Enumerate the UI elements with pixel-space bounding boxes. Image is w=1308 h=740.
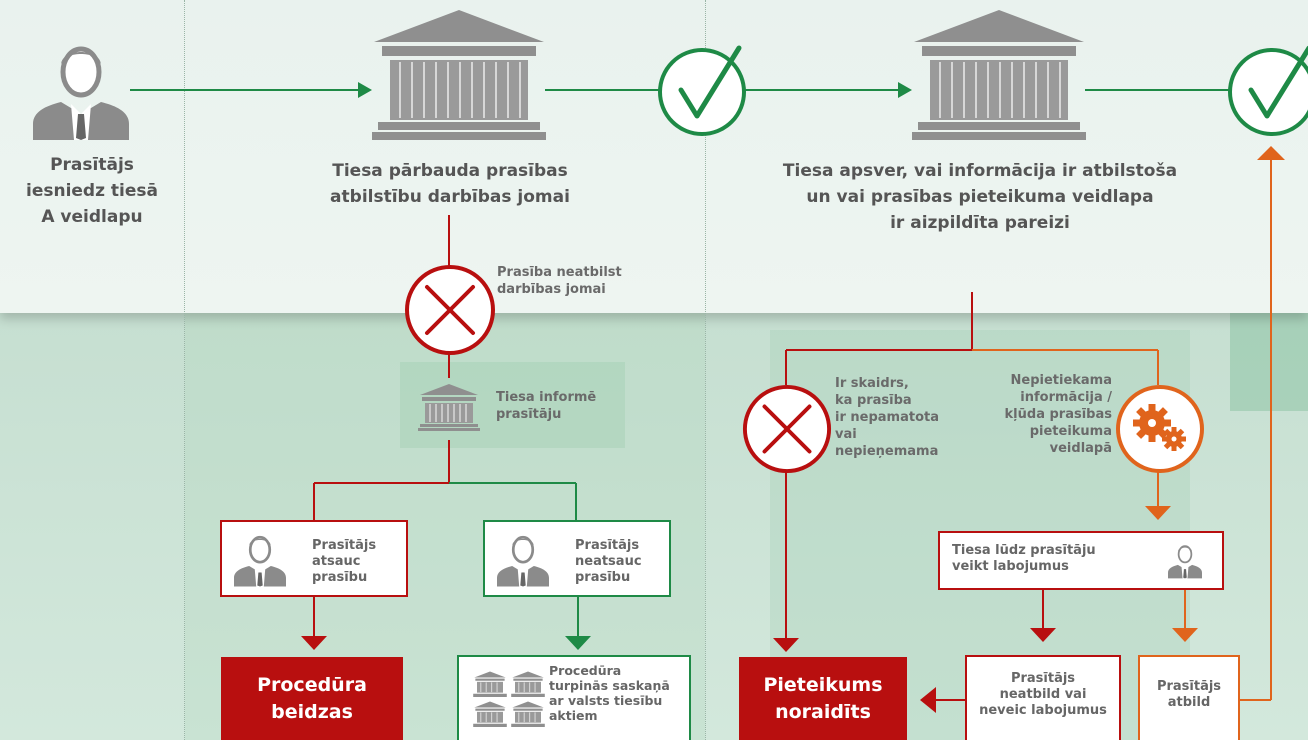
arrowhead (773, 638, 799, 652)
text-line: Tiesa apsver, vai informācija ir atbilst… (782, 161, 1178, 181)
column-divider (184, 0, 185, 740)
text-line: vai (835, 427, 857, 442)
text-line: atsauc (312, 554, 361, 569)
court-informs-label: Tiesa informē prasītāju (496, 389, 596, 423)
arrowhead (1257, 146, 1285, 160)
text-line: Prasītājs (1156, 679, 1222, 694)
court-check-label: Tiesa pārbauda prasības atbilstību darbī… (270, 158, 630, 210)
arrowhead (1030, 628, 1056, 642)
text-line: Prasītājs (312, 538, 377, 553)
responds-label: Prasītājs atbild (1140, 679, 1238, 711)
claimant-submit-label: Prasītājs iesniedz tiesā A veidlapu (0, 152, 184, 230)
text-line: neveic labojumus (979, 703, 1107, 718)
text-line: Nepietiekama (1010, 373, 1113, 388)
text-line: informācija / (1020, 390, 1112, 405)
arrowhead (898, 82, 912, 98)
arrowhead (920, 687, 936, 713)
courthouse-icon (372, 10, 546, 140)
no-response-label: Prasītājs neatbild vai neveic labojumus (967, 671, 1119, 719)
lower-band-far-right (1230, 313, 1308, 411)
checkmark-icon (1228, 45, 1308, 136)
text-line: neatsauc (575, 554, 642, 569)
text-line: beidzas (271, 700, 353, 723)
text-line: Prasītājs (575, 538, 640, 553)
text-line: ar valsts tiesību (549, 693, 663, 708)
text-line: Tiesa lūdz prasītāju (952, 543, 1096, 558)
text-line: prasību (312, 570, 368, 585)
text-line: A veidlapu (41, 207, 143, 227)
text-line: Prasītājs (50, 155, 134, 175)
courthouse-icon (473, 701, 507, 727)
text-line: un vai prasības pieteikuma veidlapa (806, 187, 1154, 207)
arrowhead (1145, 506, 1171, 520)
arrowhead (565, 636, 591, 650)
column-divider (705, 0, 706, 740)
text-line: prasību (575, 570, 631, 585)
info-needed-label: Nepietiekama informācija / kļūda prasība… (960, 372, 1112, 457)
text-line: Tiesa informē (496, 390, 597, 405)
claimant-responds-box: Prasītājs atbild (1138, 655, 1240, 740)
text-line: Procedūra (549, 663, 622, 678)
claimant-withdraws-box: Prasītājs atsauc prasību (220, 520, 408, 597)
court-review-label: Tiesa apsver, vai informācija ir atbilst… (740, 158, 1220, 236)
text-line: atbild (1167, 695, 1211, 710)
text-line: Pieteikums (763, 673, 883, 696)
court-asks-corrections-box: Tiesa lūdz prasītāju veikt labojumus (938, 531, 1224, 590)
text-line: veidlapā (1049, 441, 1112, 456)
checkmark-icon (658, 45, 746, 136)
text-line: turpinās saskaņā (549, 678, 670, 693)
text-line: Tiesa pārbauda prasības (332, 161, 568, 181)
text-line: neatbild vai (999, 687, 1087, 702)
person-icon (1168, 545, 1202, 579)
text-line: ka prasība (835, 393, 912, 408)
claimant-not-withdraws-box: Prasītājs neatsauc prasību (483, 520, 671, 597)
not-in-scope-label: Prasība neatbilst darbības jomai (497, 264, 622, 298)
text-line: veikt labojumus (952, 559, 1069, 574)
x-icon (742, 384, 832, 474)
courthouse-icon (511, 671, 545, 697)
text-line: ir nepamatota (835, 410, 939, 425)
text-line: pieteikuma (1029, 424, 1112, 439)
procedure-continues-box: Procedūra turpinās saskaņā ar valsts tie… (457, 655, 691, 740)
text-line: aktiem (549, 708, 598, 723)
arrowhead (301, 636, 327, 650)
text-line: Prasība neatbilst (497, 265, 622, 280)
procedure-continues-label: Procedūra turpinās saskaņā ar valsts tie… (549, 663, 670, 723)
procedure-ends-box: Procedūra beidzas (221, 657, 403, 740)
arrowhead (358, 82, 372, 98)
x-icon (405, 265, 495, 355)
text-line: Prasītājs (1010, 671, 1076, 686)
not-withdraws-label: Prasītājs neatsauc prasību (575, 538, 642, 586)
courthouse-icon (912, 10, 1086, 140)
claim-rejected-box: Pieteikums noraidīts (739, 657, 907, 740)
text-line: kļūda prasības (1004, 407, 1112, 422)
text-line: iesniedz tiesā (26, 181, 158, 201)
person-icon (234, 535, 286, 587)
withdraws-label: Prasītājs atsauc prasību (312, 538, 376, 586)
courthouse-icon (511, 701, 545, 727)
courthouse-icon (418, 384, 480, 431)
top-panel (0, 0, 1308, 313)
text-line: Procedūra (257, 673, 367, 696)
text-line: prasītāju (496, 407, 562, 422)
text-line: atbilstību darbības jomai (330, 187, 570, 207)
text-line: darbības jomai (497, 282, 606, 297)
text-line: nepieņemama (835, 444, 939, 459)
courthouse-icon (473, 671, 507, 697)
arrowhead (1172, 628, 1198, 642)
claimant-no-response-box: Prasītājs neatbild vai neveic labojumus (965, 655, 1121, 740)
gears-icon (1116, 385, 1204, 473)
text-line: Ir skaidrs, (835, 376, 909, 391)
court-asks-label: Tiesa lūdz prasītāju veikt labojumus (952, 543, 1096, 575)
person-icon (497, 535, 549, 587)
text-line: noraidīts (775, 700, 871, 723)
unfounded-label: Ir skaidrs, ka prasība ir nepamatota vai… (835, 375, 939, 460)
person-icon (33, 46, 129, 140)
text-line: ir aizpildīta pareizi (890, 213, 1070, 233)
